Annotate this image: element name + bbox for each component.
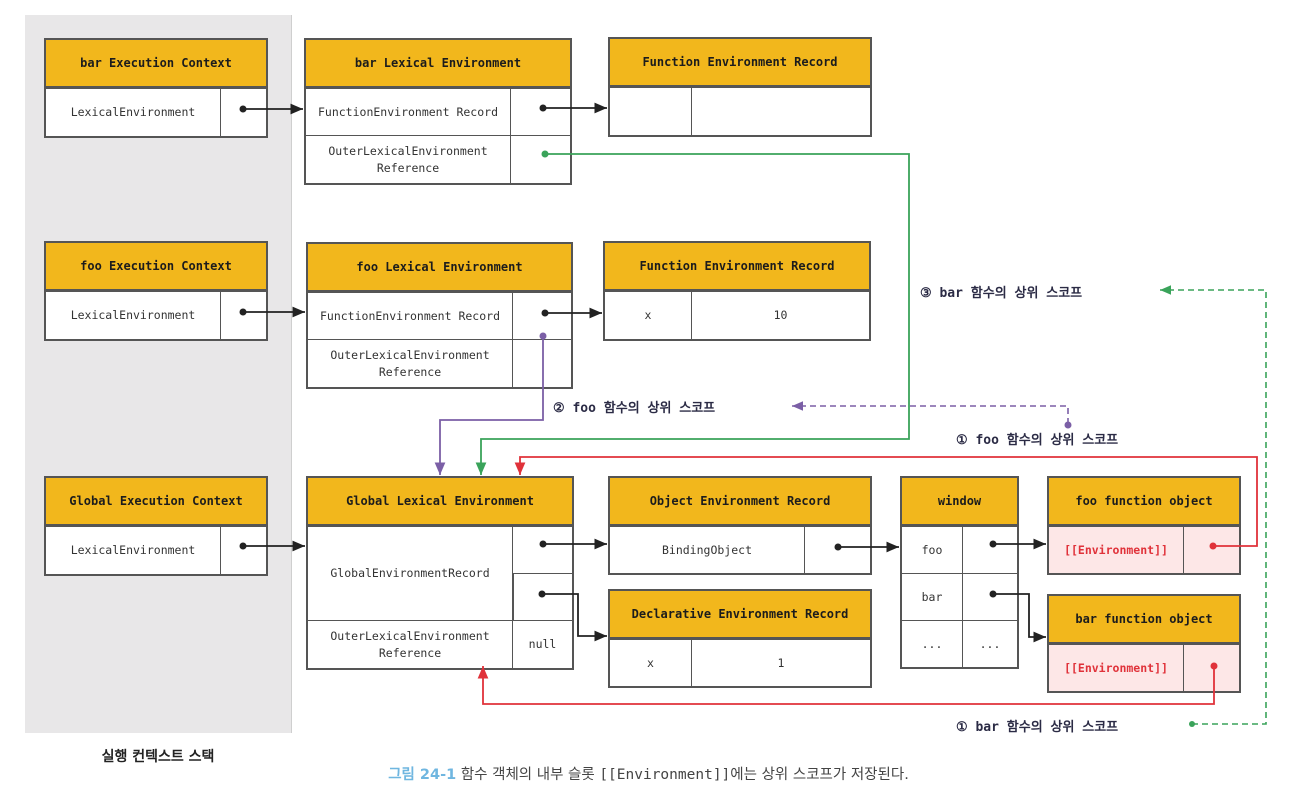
binding-object-field: BindingObject (661, 542, 752, 557)
pointer-cell (1183, 527, 1239, 573)
foo-function-environment-record: Function Environment Record x 10 (603, 241, 871, 341)
pointer-cell (220, 527, 266, 574)
outer-env-reference-field: OuterLexicalEnvironment Reference (328, 143, 488, 175)
annotation-foo-scope-2: ② foo 함수의 상위 스코프 (553, 401, 716, 416)
foo-execution-context: foo Execution Context LexicalEnvironment (44, 241, 268, 341)
pointer-dot (1189, 721, 1195, 727)
annotation-foo-scope-1: ① foo 함수의 상위 스코프 (956, 433, 1119, 448)
box-title: Function Environment Record (605, 243, 869, 291)
pointer-cell (512, 293, 571, 339)
pointer-cell (804, 527, 870, 573)
stack-label: 실행 컨텍스트 스택 (101, 749, 215, 765)
record-value: 1 (691, 640, 870, 686)
window-object: window foo bar ... ... (900, 476, 1019, 669)
declarative-record-pointer-cell (513, 574, 572, 620)
bar-function-object: bar function object [[Environment]] (1047, 594, 1241, 693)
lexical-env-field: LexicalEnvironment (70, 543, 196, 557)
box-title: Function Environment Record (610, 39, 870, 87)
function-env-record-field: FunctionEnvironment Record (319, 308, 500, 323)
record-value (691, 88, 870, 135)
null-value: null (512, 621, 572, 668)
pointer-cell (220, 292, 266, 339)
figure-number: 그림 24-1 (388, 767, 457, 783)
pointer-cell (1183, 645, 1239, 691)
window-value: ... (962, 621, 1017, 667)
object-environment-record: Object Environment Record BindingObject (608, 476, 872, 575)
foo-function-object: foo function object [[Environment]] (1047, 476, 1241, 575)
box-title: Global Execution Context (46, 478, 266, 526)
dashed-foo-scope-pointer (792, 401, 1069, 424)
object-record-pointer-cell (513, 527, 572, 574)
annotation-bar-scope-3: ③ bar 함수의 상위 스코프 (920, 286, 1083, 301)
box-title: foo Lexical Environment (308, 244, 571, 292)
pointer-cell (510, 89, 570, 135)
box-title: window (902, 478, 1017, 526)
record-key (610, 88, 691, 135)
lexical-env-field: LexicalEnvironment (70, 308, 196, 322)
outer-env-reference-field: OuterLexicalEnvironment Reference (330, 628, 490, 660)
bar-lexical-environment: bar Lexical Environment FunctionEnvironm… (304, 38, 572, 185)
box-title: foo function object (1049, 478, 1239, 526)
global-env-record-field: GlobalEnvironmentRecord (330, 566, 490, 580)
box-title: foo Execution Context (46, 243, 266, 291)
box-title: Global Lexical Environment (308, 478, 572, 526)
lexical-env-field: LexicalEnvironment (70, 105, 196, 119)
caption-code: [[Environment]] (599, 767, 731, 783)
box-title: Declarative Environment Record (610, 591, 870, 639)
window-value (962, 527, 1017, 573)
window-value (962, 574, 1017, 620)
box-title: bar Execution Context (46, 40, 266, 88)
outer-env-reference-field: OuterLexicalEnvironment Reference (330, 347, 490, 379)
bar-execution-context: bar Execution Context LexicalEnvironment (44, 38, 268, 138)
caption-text-after: 에는 상위 스코프가 저장된다. (730, 767, 909, 783)
figure-caption: 그림 24-1 함수 객체의 내부 슬롯 [[Environment]]에는 상… (0, 763, 1297, 784)
window-key: bar (921, 589, 943, 604)
foo-lexical-environment: foo Lexical Environment FunctionEnvironm… (306, 242, 573, 389)
global-execution-context: Global Execution Context LexicalEnvironm… (44, 476, 268, 576)
pointer-cell (220, 89, 266, 136)
pointer-cell (510, 136, 570, 183)
pointer-cell (512, 340, 571, 387)
annotation-bar-scope-1: ① bar 함수의 상위 스코프 (956, 720, 1119, 735)
window-key: foo (921, 542, 943, 557)
environment-slot: [[Environment]] (1049, 645, 1183, 691)
caption-text-before: 함수 객체의 내부 슬롯 (456, 767, 600, 783)
box-title: bar Lexical Environment (306, 40, 570, 88)
record-key: x (644, 308, 652, 322)
box-title: bar function object (1049, 596, 1239, 644)
function-env-record-field: FunctionEnvironment Record (317, 104, 498, 119)
box-title: Object Environment Record (610, 478, 870, 526)
record-key: x (647, 655, 654, 670)
global-lexical-environment: Global Lexical Environment GlobalEnviron… (306, 476, 574, 670)
environment-slot: [[Environment]] (1049, 527, 1183, 573)
record-value: 10 (691, 292, 869, 339)
window-key: ... (921, 636, 943, 651)
bar-function-environment-record: Function Environment Record (608, 37, 872, 137)
declarative-environment-record: Declarative Environment Record x 1 (608, 589, 872, 688)
pointer-dot (1064, 421, 1072, 429)
